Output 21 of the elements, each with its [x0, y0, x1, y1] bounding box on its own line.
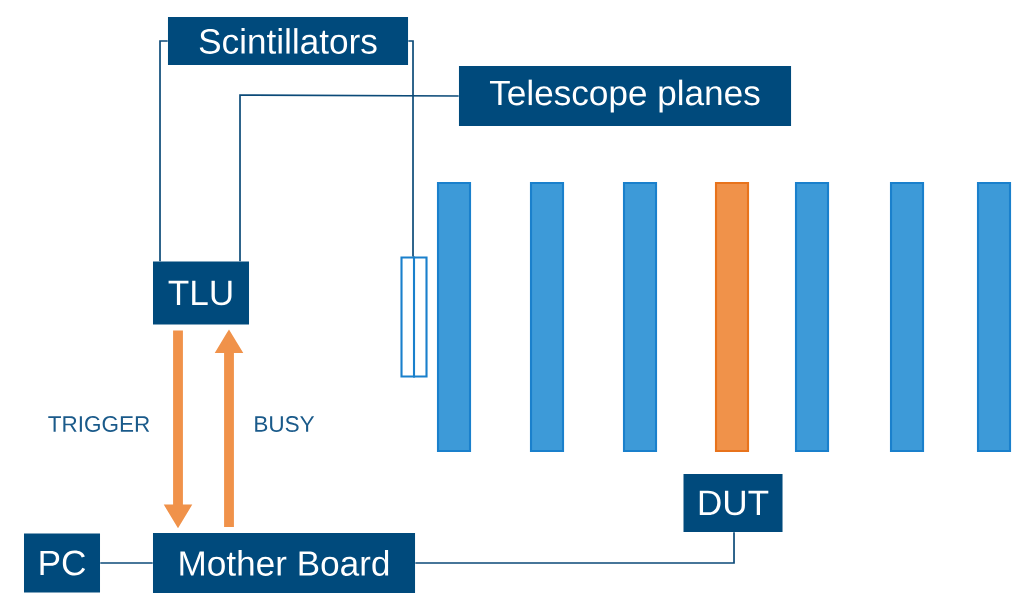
label-box: Telescope planes — [458, 66, 792, 126]
detector-plane — [714, 181, 750, 453]
detector-plane — [976, 181, 1012, 453]
detector-plane — [889, 181, 925, 453]
label-box: Scintillators — [168, 17, 409, 65]
scintillator-drawing — [400, 256, 428, 378]
detector-plane — [436, 181, 472, 453]
connector-line — [414, 531, 735, 564]
connector-line — [239, 94, 460, 263]
connector-line — [407, 40, 414, 258]
detector-plane — [622, 181, 658, 453]
label-box: Mother Board — [152, 533, 416, 593]
label-box: TLU — [153, 261, 249, 325]
label-box: PC — [24, 533, 100, 593]
edge-label: TRIGGER — [48, 416, 150, 432]
detector-plane — [529, 181, 565, 453]
connector-line — [159, 40, 169, 263]
label-box: DUT — [683, 474, 783, 532]
detector-plane — [794, 181, 830, 453]
edge-label: BUSY — [255, 416, 315, 432]
connector-line — [99, 562, 154, 564]
